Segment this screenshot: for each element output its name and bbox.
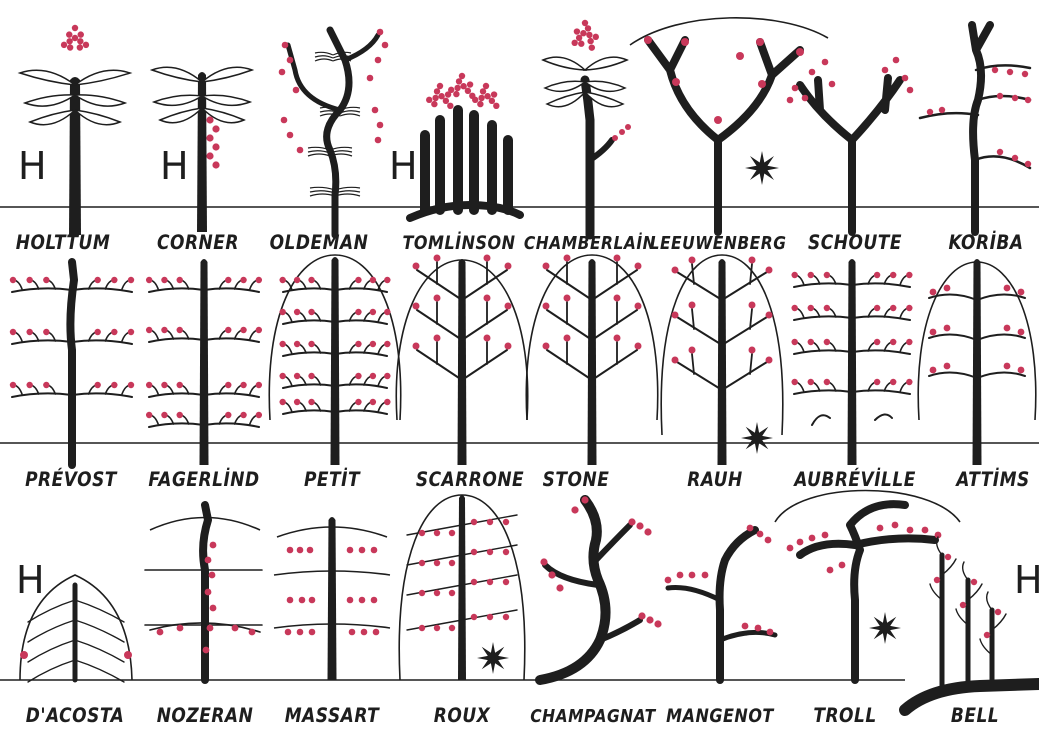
model-label-attims: ATTİMS: [956, 469, 1030, 492]
model-label-rauh: RAUH: [687, 469, 743, 492]
model-label-corner: CORNER: [157, 232, 239, 255]
model-drawing-troll: [775, 491, 960, 681]
model-label-stone: STONE: [543, 469, 610, 492]
model-label-nozeran: NOZERAN: [157, 705, 254, 728]
herb-marker-dacosta: H: [16, 560, 45, 600]
model-drawing-rauh: [661, 255, 783, 465]
model-label-mangenot: MANGENOT: [666, 705, 774, 728]
model-label-bell: BELL: [951, 705, 999, 728]
model-drawing-stone: [526, 255, 657, 466]
model-label-dacosta: D'ACOSTA: [26, 705, 125, 728]
model-drawing-aubreville: [791, 259, 912, 465]
model-drawing-roux: [399, 495, 525, 680]
model-drawing-petit: [269, 255, 400, 465]
model-label-schoute: SCHOUTE: [808, 232, 902, 255]
model-drawing-leeuwenberg: [630, 18, 828, 232]
model-label-petit: PETİT: [304, 469, 360, 492]
model-drawing-tomlinson: [410, 73, 520, 218]
model-drawing-massart: [274, 517, 390, 680]
model-label-aubreville: AUBRÉVİLLE: [794, 469, 916, 492]
herb-marker-corner: H: [160, 146, 189, 186]
model-label-koriba: KORİBA: [948, 232, 1023, 255]
model-label-roux: ROUX: [434, 705, 490, 728]
model-label-chamberlain: CHAMBERLAİN: [524, 232, 656, 255]
model-label-tomlinson: TOMLİNSON: [403, 232, 516, 255]
model-label-fagerlind: FAGERLİND: [148, 469, 259, 492]
model-drawing-champagnat: [540, 496, 662, 680]
herb-marker-holttum: H: [18, 146, 47, 186]
model-drawing-nozeran: [145, 505, 262, 680]
model-drawing-prevost: [10, 262, 134, 465]
model-drawing-holttum: [20, 25, 130, 235]
model-drawing-koriba: [920, 25, 1031, 232]
model-drawing-scarrone: [396, 255, 527, 466]
model-label-scarrone: SCARRONE: [416, 469, 524, 492]
model-label-holttum: HOLTTUM: [16, 232, 111, 255]
herb-marker-tomlinson: H: [389, 146, 418, 186]
model-drawing-mangenot: [665, 525, 775, 680]
ground-lines: [0, 207, 1039, 680]
model-label-champagnat: CHAMPAGNAT: [530, 705, 655, 728]
model-label-prevost: PRÉVOST: [25, 469, 117, 492]
model-drawing-oldeman: [279, 29, 389, 235]
model-drawing-attims: [918, 259, 1036, 465]
model-label-leeuwenberg: LEEUWENBERG: [650, 232, 787, 255]
model-drawing-schoute: [787, 57, 914, 232]
model-drawing-chamberlain: [543, 20, 631, 235]
model-label-massart: MASSART: [285, 705, 380, 728]
herb-marker-bell: H: [1014, 560, 1039, 600]
model-drawing-fagerlind: [146, 259, 262, 465]
model-label-troll: TROLL: [813, 705, 876, 728]
model-label-oldeman: OLDEMAN: [270, 232, 369, 255]
